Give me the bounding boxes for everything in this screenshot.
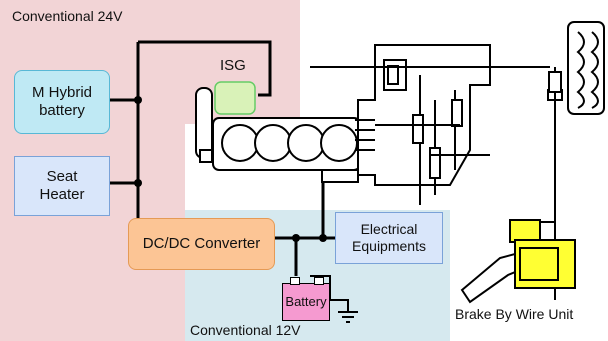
- belt-pulley: [195, 87, 213, 163]
- m-hybrid-battery-label: M Hybrid battery: [31, 84, 92, 119]
- wheel: [567, 21, 605, 115]
- wiring-24v: [110, 40, 272, 218]
- battery-terminal: [290, 277, 300, 285]
- isg-label: ISG: [220, 57, 246, 74]
- battery-box: Battery: [282, 283, 330, 321]
- dcdc-converter-label: DC/DC Converter: [142, 235, 261, 252]
- region-24v-label: Conventional 24V: [12, 8, 123, 24]
- engine: [212, 117, 361, 171]
- dcdc-converter-box: DC/DC Converter: [128, 218, 275, 270]
- junction-dot: [292, 234, 300, 242]
- junction-dot: [134, 179, 142, 187]
- electrical-equipments-box: Electrical Equipments: [335, 212, 443, 264]
- seat-heater-box: Seat Heater: [14, 156, 110, 216]
- isg-motor: [214, 81, 256, 115]
- engine-outlet: [321, 169, 359, 183]
- electrical-equipments-label: Electrical Equipments: [352, 221, 426, 254]
- ground-wire: [310, 275, 358, 323]
- m-hybrid-battery-box: M Hybrid battery: [14, 70, 110, 134]
- seat-heater-label: Seat Heater: [39, 168, 85, 203]
- battery-label: Battery: [285, 294, 327, 310]
- brake-pedal-unit: [460, 219, 576, 304]
- region-12v-label: Conventional 12V: [190, 322, 301, 338]
- junction-dot: [134, 96, 142, 104]
- battery-terminal: [314, 277, 324, 285]
- brake-by-wire-label: Brake By Wire Unit: [455, 306, 574, 322]
- gearbox: [310, 44, 550, 205]
- junction-dot: [319, 234, 327, 242]
